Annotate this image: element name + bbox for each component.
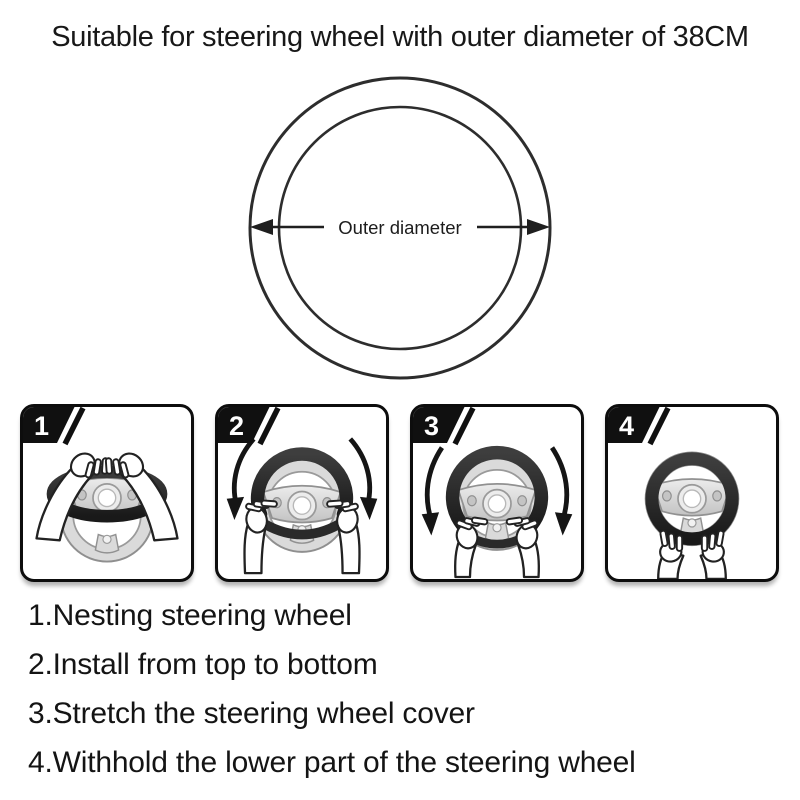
wheel-cover <box>250 447 354 521</box>
step-panel-1: 1 <box>20 404 194 582</box>
step-number: 2 <box>229 411 245 441</box>
step-panel-4: 4 <box>605 404 779 582</box>
step-panel-2: 2 <box>215 404 389 582</box>
diameter-diagram: Outer diameter <box>0 68 800 392</box>
page-title: Suitable for steering wheel with outer d… <box>51 21 749 53</box>
step-number: 1 <box>34 411 50 441</box>
arrow-right-head-icon <box>527 219 550 235</box>
hands-icon <box>453 516 541 579</box>
pull-down-arrows-icon <box>421 446 573 536</box>
wheel-cover <box>445 445 549 538</box>
step-1-illustration <box>35 452 179 563</box>
step-panel-3: 3 <box>410 404 584 582</box>
step-badge-flag <box>23 407 86 446</box>
instruction-step-3: 3.Stretch the steering wheel cover <box>28 697 475 730</box>
instruction-step-2: 2.Install from top to bottom <box>28 648 378 681</box>
outer-circle <box>248 76 552 380</box>
hands-icon <box>35 452 179 542</box>
diameter-arrow-icon <box>250 219 550 235</box>
step-3-illustration <box>421 445 573 579</box>
pull-down-arrows-icon <box>226 437 378 521</box>
step-badge-flag <box>413 407 476 446</box>
instruction-step-4: 4.Withhold the lower part of the steerin… <box>28 746 636 779</box>
step-number: 3 <box>424 411 440 441</box>
hands-icon <box>243 499 361 575</box>
installation-steps: 1 <box>20 404 780 582</box>
step-4-illustration <box>644 451 740 579</box>
instruction-step-1: 1.Nesting steering wheel <box>28 599 352 632</box>
instruction-list: 1.Nesting steering wheel 2.Install from … <box>28 599 636 795</box>
wheel-cover <box>645 452 739 546</box>
arrow-left-head-icon <box>250 219 273 235</box>
step-badge-flag <box>218 407 281 446</box>
diameter-label: Outer diameter <box>338 217 461 238</box>
step-number: 4 <box>619 411 635 441</box>
step-badge-flag <box>608 407 671 446</box>
step-2-illustration <box>226 437 378 575</box>
cover-lower-band <box>261 520 343 540</box>
hands-icon <box>657 529 727 579</box>
